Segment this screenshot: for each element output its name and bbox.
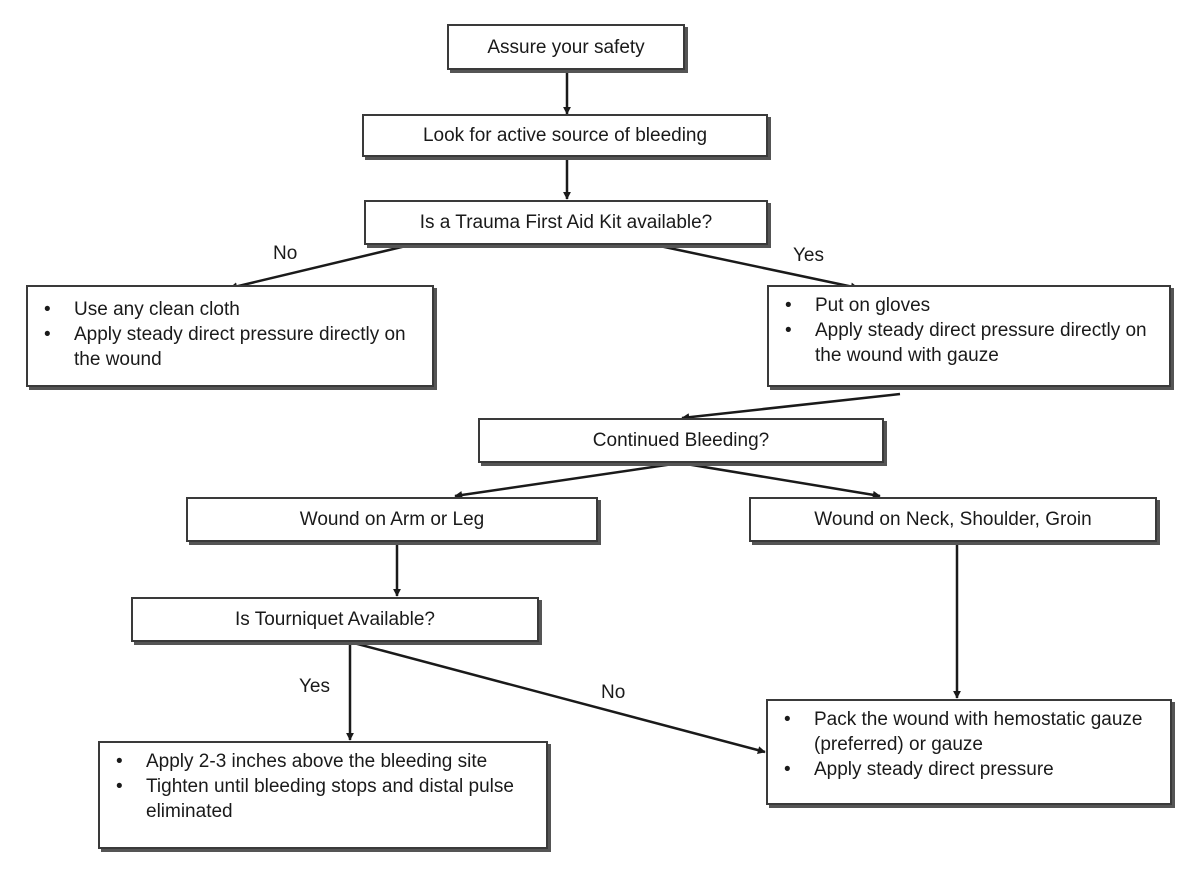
arrow-continued-to-neck [679,461,881,499]
no-kit-step-list: Use any clean cloth Apply steady direct … [40,297,422,372]
edge-label-tourniquet-yes: Yes [299,676,330,697]
node-label: Look for active source of bleeding [422,125,708,146]
node-tourniquet-available: Is Tourniquet Available? [131,597,539,642]
arrow-kit-no [229,243,411,291]
list-item: Pack the wound with hemostatic gauze (pr… [780,707,1160,757]
node-label: Is Tourniquet Available? [234,609,435,630]
arrow-continued-to-arm-leg [454,461,681,499]
node-label: Assure your safety [487,36,645,58]
arrow-kit-steps-to-continued [681,392,901,422]
node-wound-neck-shoulder-groin: Wound on Neck, Shoulder, Groin [749,497,1157,542]
list-item: Put on gloves [781,293,1159,318]
list-item: Apply steady direct pressure directly on… [40,322,422,372]
node-label: Wound on Arm or Leg [299,509,485,530]
kit-step-list: Put on gloves Apply steady direct pressu… [781,293,1159,368]
node-label: Wound on Neck, Shoulder, Groin [814,509,1092,530]
node-no-kit-steps: Use any clean cloth Apply steady direct … [26,285,434,387]
list-item: Tighten until bleeding stops and distal … [112,774,536,824]
list-item: Apply steady direct pressure directly on… [781,318,1159,368]
list-item: Use any clean cloth [40,297,422,322]
node-assure-safety: Assure your safety [447,24,685,70]
edge-label-tourniquet-no: No [601,682,626,703]
edge-label-kit-no: No [273,243,298,264]
node-pack-wound-steps: Pack the wound with hemostatic gauze (pr… [766,699,1172,805]
pack-step-list: Pack the wound with hemostatic gauze (pr… [780,707,1160,782]
list-item: Apply steady direct pressure [780,757,1160,782]
node-tourniquet-steps: Apply 2-3 inches above the bleeding site… [98,741,548,849]
node-continued-bleeding: Continued Bleeding? [478,418,884,463]
node-look-for-bleeding: Look for active source of bleeding [362,114,768,157]
node-label: Continued Bleeding? [592,430,770,451]
arrow-tourniquet-no [349,640,766,755]
node-kit-available: Is a Trauma First Aid Kit available? [364,200,768,245]
tourniquet-step-list: Apply 2-3 inches above the bleeding site… [112,749,536,824]
node-kit-steps: Put on gloves Apply steady direct pressu… [767,285,1171,387]
node-wound-arm-leg: Wound on Arm or Leg [186,497,598,542]
edge-label-kit-yes: Yes [793,245,824,266]
arrow-kit-yes [654,243,859,291]
list-item: Apply 2-3 inches above the bleeding site [112,749,536,774]
node-label: Is a Trauma First Aid Kit available? [419,212,713,233]
